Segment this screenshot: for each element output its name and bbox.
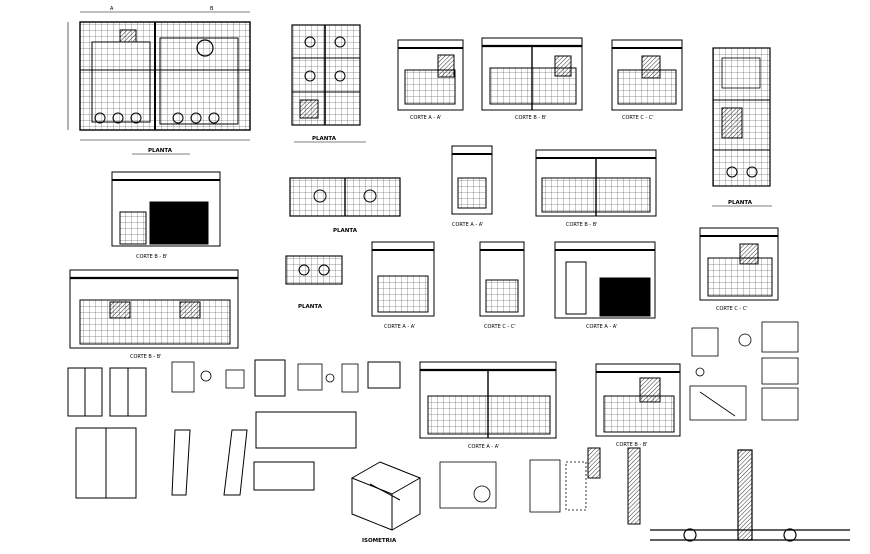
section-top-1 (397, 39, 464, 111)
section-row2-2 (451, 145, 493, 215)
section-row3-wide (69, 269, 239, 349)
label-planta-3: PLANTA (728, 200, 753, 206)
label-corte-bb-1: CORTE B - B' (515, 115, 547, 121)
section-top-3 (611, 39, 683, 111)
label-corte-aa-3: CORTE A - A' (384, 324, 416, 330)
label-corte-aa-1: CORTE A - A' (410, 115, 442, 121)
plan-public-restroom: A B (67, 6, 251, 141)
fixture-details (171, 359, 401, 397)
label-corte-cc-1: CORTE C - C' (622, 115, 654, 121)
section-row3-2 (371, 241, 435, 317)
label-planta-5: PLANTA (298, 304, 323, 310)
isometric-view (350, 461, 422, 531)
section-row3-3 (479, 241, 525, 317)
label-corte-bb-5: CORTE B - B' (616, 442, 648, 448)
door-details (67, 367, 147, 417)
label-corte-aa-4: CORTE A - A' (586, 324, 618, 330)
wall-panel-details (75, 411, 357, 499)
label-corte-cc-2: CORTE C - C' (484, 324, 516, 330)
label-corte-bb-3: CORTE B - B' (566, 222, 598, 228)
label-corte-aa-2: CORTE A - A' (452, 222, 484, 228)
plan-small-restroom (291, 24, 361, 126)
section-row3-4 (554, 241, 656, 319)
plumbing-details (439, 459, 587, 513)
detail-cluster-right (689, 321, 799, 421)
label-planta-2: PLANTA (312, 136, 337, 142)
plan-tall-right (712, 47, 771, 187)
label-corte-cc-3: CORTE C - C' (716, 306, 748, 312)
label-planta-1: PLANTA (148, 148, 173, 154)
plan-row3-small (285, 255, 343, 285)
label-corte-bb-2: CORTE B - B' (136, 254, 168, 260)
label-isometria: ISOMETRIA (362, 538, 397, 544)
section-top-2 (481, 37, 583, 111)
foundation-detail (650, 449, 850, 542)
section-row3-5 (699, 227, 779, 301)
label-planta-4: PLANTA (333, 228, 358, 234)
svg-text:A: A (110, 6, 114, 12)
section-row2-1 (111, 171, 221, 247)
label-corte-aa-5: CORTE A - A' (468, 444, 500, 450)
section-row4-1 (419, 361, 557, 439)
column-details (587, 447, 641, 525)
label-corte-bb-4: CORTE B - B' (130, 354, 162, 360)
svg-text:B: B (210, 6, 214, 12)
plan-row2-center (289, 177, 401, 217)
section-row2-3 (535, 149, 657, 217)
section-row4-2 (595, 363, 681, 437)
